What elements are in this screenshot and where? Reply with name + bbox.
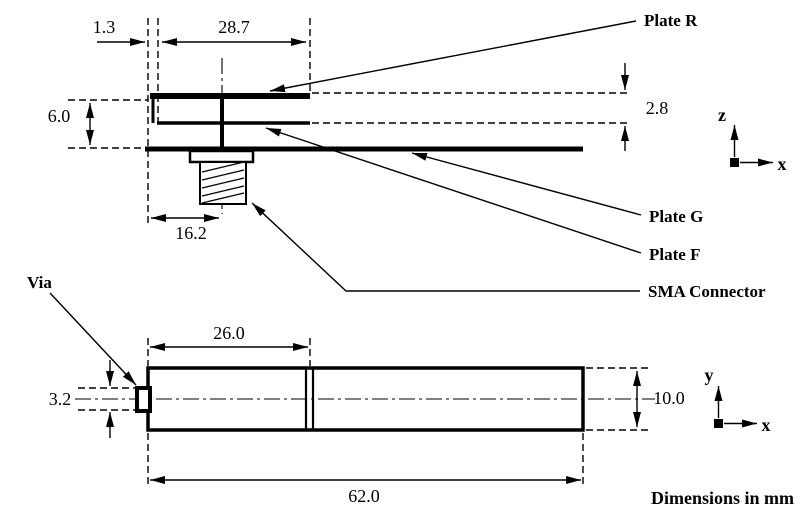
- x-axis-label-2: x: [762, 415, 771, 435]
- dim-offset-value: 1.3: [93, 17, 116, 37]
- callout-plate-g-leader: [411, 152, 642, 216]
- dim-plate-width: 10.0: [633, 371, 685, 427]
- z-axis-label: z: [718, 105, 726, 125]
- x-axis-label: x: [778, 154, 787, 174]
- axes-origin-marker: [730, 158, 739, 167]
- sma-connector-shape: [188, 149, 255, 205]
- dim-offset: 1.3: [93, 17, 145, 46]
- dim-total-height: 6.0: [48, 103, 94, 145]
- via-shape: [135, 386, 152, 413]
- callout-plate-f-leader: [265, 127, 642, 254]
- top-view: 26.0 3.2 10.0 62.0 Via: [27, 273, 771, 506]
- dim-plate-gap: 2.8: [621, 63, 669, 151]
- callout-sma-leader: [251, 202, 640, 292]
- side-view: 1.3 28.7 6.0 2.8 16.2: [48, 11, 787, 301]
- axes-side-view: z x: [718, 105, 787, 174]
- dim-plate-gap-value: 2.8: [646, 98, 669, 118]
- dim-plate-r-length-value: 28.7: [218, 17, 250, 37]
- axes-top-view: y x: [705, 365, 771, 435]
- callout-plate-r-label: Plate R: [644, 11, 698, 30]
- dim-plate-r-length: 28.7: [162, 17, 306, 46]
- y-axis-label: y: [705, 365, 714, 385]
- dim-plate-width-value: 10.0: [653, 388, 685, 408]
- dim-via-height: 3.2: [49, 360, 114, 438]
- callout-via-label: Via: [27, 273, 52, 292]
- dim-total-height-value: 6.0: [48, 106, 71, 126]
- dim-feed-position: 16.2: [151, 214, 219, 243]
- dim-feed-length: 26.0: [150, 323, 308, 351]
- callout-plate-g: Plate G: [411, 152, 703, 226]
- dim-plate-length: 62.0: [150, 476, 581, 506]
- callout-plate-r: Plate R: [269, 11, 698, 93]
- callout-plate-f: Plate F: [265, 127, 700, 264]
- callout-plate-f-label: Plate F: [649, 245, 700, 264]
- sma-flange: [188, 149, 255, 164]
- sma-thread-hatch: [201, 161, 245, 204]
- dim-plate-length-value: 62.0: [348, 486, 380, 506]
- callout-sma-label: SMA Connector: [648, 282, 766, 301]
- extension-lines-side: [68, 18, 628, 226]
- dim-feed-position-value: 16.2: [175, 223, 207, 243]
- callout-via-leader: [49, 292, 137, 386]
- callout-via: Via: [27, 273, 137, 386]
- callout-plate-g-label: Plate G: [649, 207, 703, 226]
- extension-lines-top: [78, 338, 651, 488]
- dim-via-height-value: 3.2: [49, 389, 72, 409]
- callout-plate-r-leader: [269, 20, 637, 93]
- dim-feed-length-value: 26.0: [213, 323, 245, 343]
- axes-origin-marker-2: [714, 419, 723, 428]
- units-note: Dimensions in mm: [651, 488, 794, 508]
- callout-sma: SMA Connector: [251, 202, 766, 301]
